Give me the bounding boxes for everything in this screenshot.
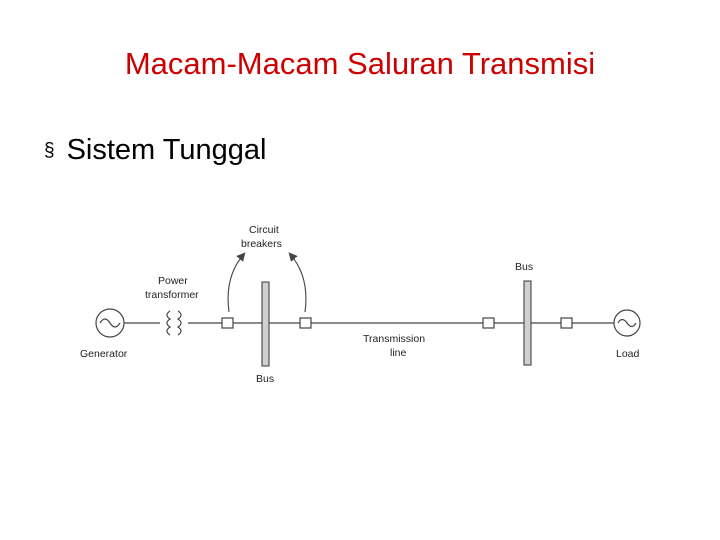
power-transformer-label-line1: Power bbox=[158, 275, 188, 287]
circuit-breakers-label-line1: Circuit bbox=[249, 224, 279, 236]
circuit-breakers-label-line2: breakers bbox=[241, 238, 282, 250]
load-symbol bbox=[613, 309, 641, 337]
circuit-breaker-2 bbox=[299, 317, 312, 329]
bullet-text: Sistem Tunggal bbox=[66, 134, 267, 166]
bullet-marker: § bbox=[44, 139, 55, 161]
power-transformer-symbol bbox=[166, 310, 182, 336]
circuit-breaker-arrow-left bbox=[227, 252, 246, 313]
generator-label: Generator bbox=[80, 348, 128, 360]
load-label: Load bbox=[616, 348, 640, 360]
transmission-line-label-line2: line bbox=[390, 347, 407, 359]
circuit-breaker-3 bbox=[482, 317, 495, 329]
circuit-breaker-4 bbox=[560, 317, 573, 329]
generator-symbol bbox=[95, 308, 125, 338]
bus-left-label: Bus bbox=[256, 373, 274, 385]
bus-right-label: Bus bbox=[515, 261, 533, 273]
circuit-breaker-1 bbox=[221, 317, 234, 329]
bullet-item: § Sistem Tunggal bbox=[44, 134, 266, 167]
power-transformer-label-line2: transformer bbox=[145, 289, 199, 301]
bus-bar-right bbox=[523, 280, 532, 366]
bus-bar-left bbox=[261, 281, 270, 367]
circuit-breaker-arrow-right bbox=[288, 252, 307, 313]
transmission-line-label-line1: Transmission bbox=[363, 333, 425, 345]
slide-title: Macam-Macam Saluran Transmisi bbox=[124, 46, 596, 81]
